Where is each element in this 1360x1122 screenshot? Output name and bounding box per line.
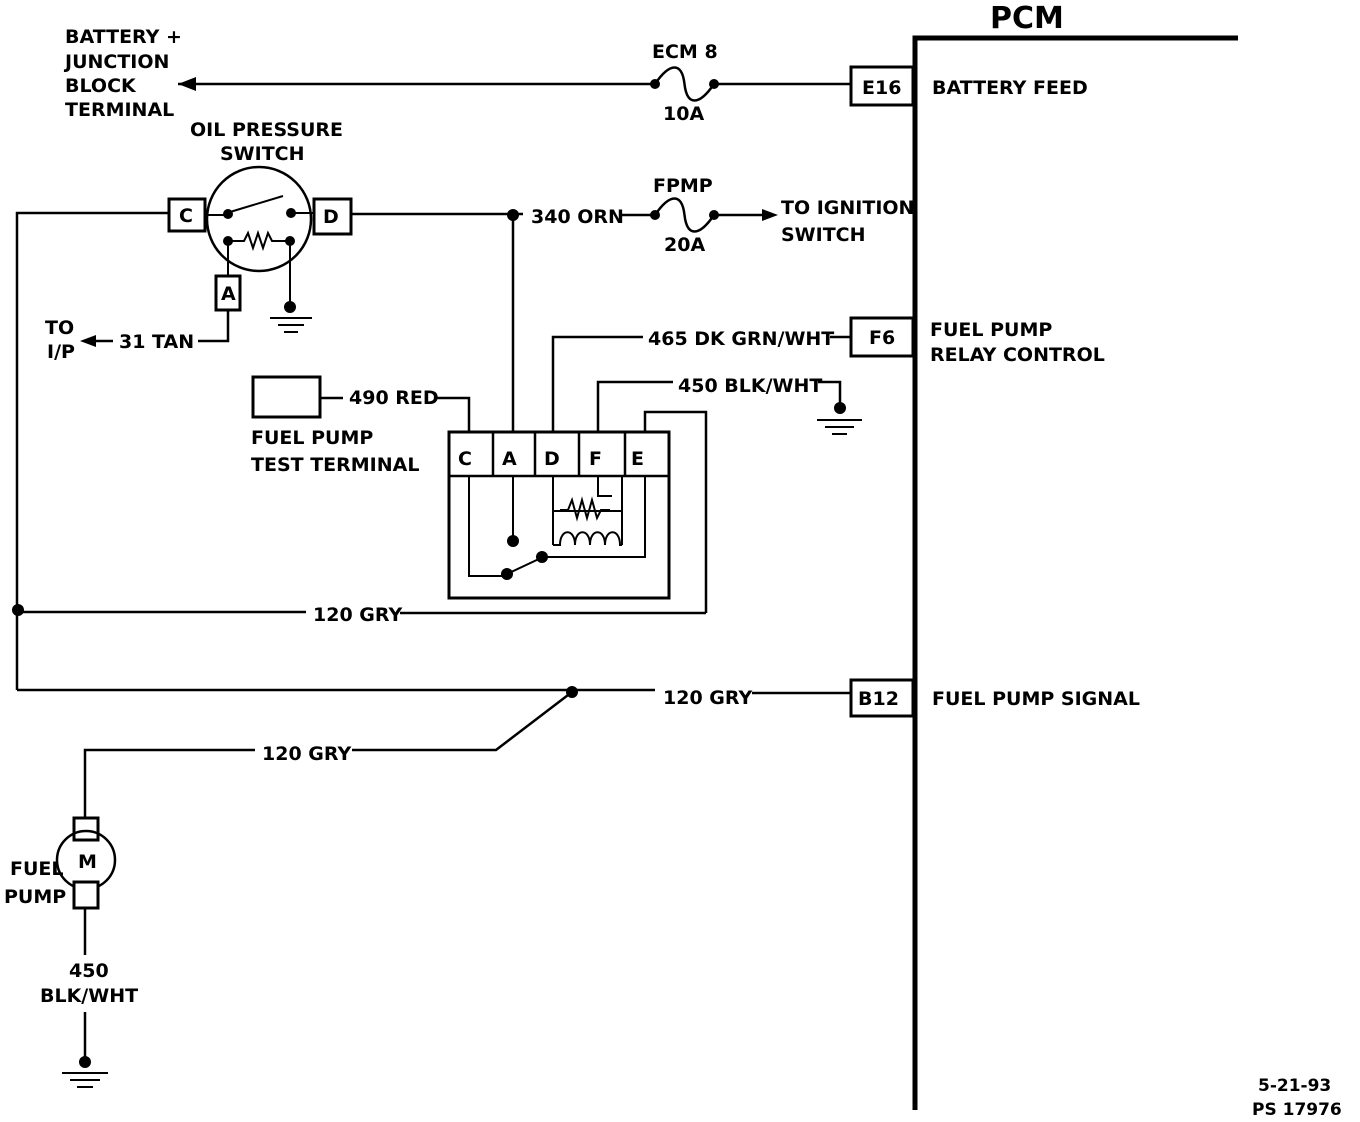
relay-contact-a <box>507 535 519 547</box>
oil-switch-pin-c-label: C <box>179 205 193 227</box>
to-ignition-line1: TO IGNITION <box>781 197 914 219</box>
ecm8-fuse-icon <box>653 66 716 102</box>
to-ignition-arrow-icon <box>762 209 778 221</box>
footer-ref: PS 17976 <box>1252 1100 1342 1120</box>
to-ip-arrow-icon <box>80 335 96 347</box>
relay-internal-f <box>597 476 612 497</box>
relay-pin-divider <box>449 432 669 478</box>
battery-arrow-icon <box>178 77 196 91</box>
wire-465-label: 465 DK GRN/WHT <box>648 328 834 350</box>
to-ip-line2: I/P <box>47 341 75 363</box>
test-terminal-box <box>251 375 322 419</box>
fpmp-fuse-name: FPMP <box>653 175 713 197</box>
pcm-outline <box>912 35 1238 1110</box>
pcm-pin-b12-name: FUEL PUMP SIGNAL <box>932 688 1140 710</box>
fuel-pump-label-line1: FUEL <box>10 858 64 880</box>
wire-oil-switch-c-left <box>15 211 169 690</box>
oil-switch-pin-a <box>214 274 242 312</box>
wire-relay-e-loop <box>643 410 708 613</box>
relay-pin-d: D <box>544 448 560 470</box>
relay-pin-a: A <box>502 448 517 470</box>
wire-120-gry-bottom <box>17 688 851 695</box>
wire-120-gry-label-a: 120 GRY <box>313 604 402 626</box>
oil-switch-ground-dot <box>284 301 296 313</box>
wire-120-gry-relay-loop <box>18 610 706 615</box>
oil-switch-pin-a-label: A <box>221 283 236 305</box>
ecm8-fuse-name: ECM 8 <box>652 41 718 63</box>
fuel-pump-ground-dot <box>79 1056 91 1068</box>
relay-coil-windings-icon <box>553 531 622 546</box>
wire-450-pump-color: BLK/WHT <box>40 985 138 1007</box>
wire-31-tan-label: 31 TAN <box>119 331 194 353</box>
battery-junction-line4: TERMINAL <box>65 99 174 121</box>
pcm-pin-f6-name-line2: RELAY CONTROL <box>930 344 1105 366</box>
to-ignition-line2: SWITCH <box>781 224 866 246</box>
battery-junction-line3: BLOCK <box>65 75 137 97</box>
test-terminal-line2: TEST TERMINAL <box>251 454 419 476</box>
relay-blade <box>506 557 542 575</box>
pcm-pin-f6-name-line1: FUEL PUMP <box>930 319 1052 341</box>
oil-switch-body <box>205 165 313 273</box>
oil-switch-blade <box>229 195 284 213</box>
oil-switch-pin-d <box>312 197 353 236</box>
relay-coil-resistor-icon <box>560 496 610 522</box>
wire-450-to-relay-f <box>596 380 842 432</box>
battery-junction-line1: BATTERY + <box>65 26 182 48</box>
fuel-pump-label-line2: PUMP <box>4 886 66 908</box>
footer-date: 5-21-93 <box>1258 1076 1331 1096</box>
fuel-pump-bottom-terminal <box>72 880 100 910</box>
wire-120-gry-label-c: 120 GRY <box>262 743 351 765</box>
relay-coil-frame <box>552 476 623 545</box>
wire-120-gry-to-pump <box>83 691 573 818</box>
relay-pin-e: E <box>631 448 644 470</box>
ecm8-fuse-rating: 10A <box>663 103 704 125</box>
wire-340-orn-label: 340 ORN <box>531 206 624 228</box>
oil-switch-label-line1: OIL PRESSURE <box>190 119 343 141</box>
pcm-pin-e16-label: E16 <box>862 77 901 99</box>
pcm-title: PCM <box>990 1 1064 36</box>
wire-465-to-relay-d <box>551 335 851 432</box>
pcm-pin-e16 <box>849 65 915 107</box>
relay-ground-dot <box>834 402 846 414</box>
fuel-pump-top-terminal <box>72 816 100 842</box>
wire-490-red-to-relay-c <box>437 396 471 432</box>
wire-120-gry-label-b: 120 GRY <box>663 687 752 709</box>
wire-450-relay-label: 450 BLK/WHT <box>678 375 822 397</box>
pcm-pin-f6-label: F6 <box>869 327 895 349</box>
pcm-pin-e16-name: BATTERY FEED <box>932 77 1088 99</box>
fuel-pump-ground-icon <box>62 1072 108 1088</box>
relay-internal-e <box>542 476 646 558</box>
pcm-pin-f6 <box>849 316 915 358</box>
oil-switch-resistor-icon <box>228 229 290 252</box>
wire-450-pump-number: 450 <box>69 960 109 982</box>
oil-switch-pin-d-label: D <box>323 206 339 228</box>
fuel-pump-motor-symbol: M <box>78 851 97 873</box>
oil-switch-ground-icon <box>270 317 312 333</box>
fpmp-fuse-icon <box>653 197 716 233</box>
oil-switch-label-line2: SWITCH <box>220 143 305 165</box>
wire-120-gry-junction-left <box>12 604 24 616</box>
fpmp-fuse-rating: 20A <box>664 234 705 256</box>
pcm-pin-b12 <box>849 678 915 718</box>
relay-pin-c: C <box>458 448 472 470</box>
relay-pin-f: F <box>589 448 602 470</box>
relay-internal-c <box>468 476 504 577</box>
oil-switch-contact-1 <box>223 209 233 219</box>
test-terminal-line1: FUEL PUMP <box>251 427 373 449</box>
to-ip-line1: TO <box>45 317 74 339</box>
relay-ground-icon <box>817 419 862 435</box>
pcm-pin-b12-label: B12 <box>858 688 899 710</box>
battery-junction-line2: JUNCTION <box>63 51 169 73</box>
wire-490-red-label: 490 RED <box>349 387 439 409</box>
